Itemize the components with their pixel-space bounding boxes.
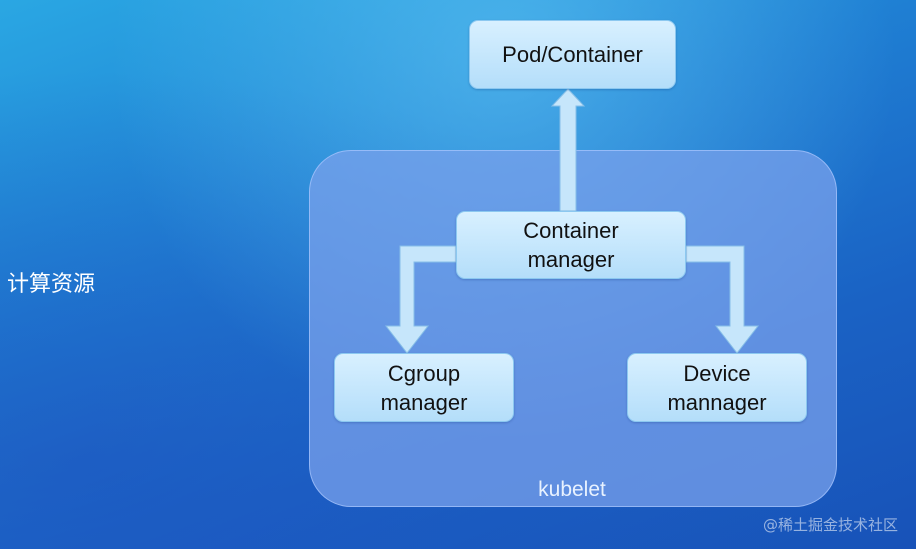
device-manager-line2: mannager <box>667 389 767 415</box>
container-manager-line1: Container <box>523 218 619 243</box>
cgroup-manager-line1: Cgroup <box>387 360 461 386</box>
pod-container-label: Pod/Container <box>502 42 643 67</box>
container-manager-box: Container manager <box>456 211 686 279</box>
side-title: 计算资源 <box>7 272 96 297</box>
kubelet-label: kubelet <box>538 478 606 501</box>
device-manager-line1: Device <box>683 360 751 386</box>
arrow-to-pod <box>550 88 586 212</box>
watermark: @稀土掘金技术社区 <box>762 516 898 534</box>
cgroup-manager-line2: manager <box>380 389 468 415</box>
device-manager-box: Device mannager <box>627 353 807 422</box>
container-manager-line2: manager <box>527 247 615 272</box>
arrow-to-device <box>685 245 760 354</box>
cgroup-manager-box: Cgroup manager <box>334 353 514 422</box>
arrow-to-cgroup <box>384 245 457 354</box>
pod-container-box: Pod/Container <box>469 20 676 89</box>
